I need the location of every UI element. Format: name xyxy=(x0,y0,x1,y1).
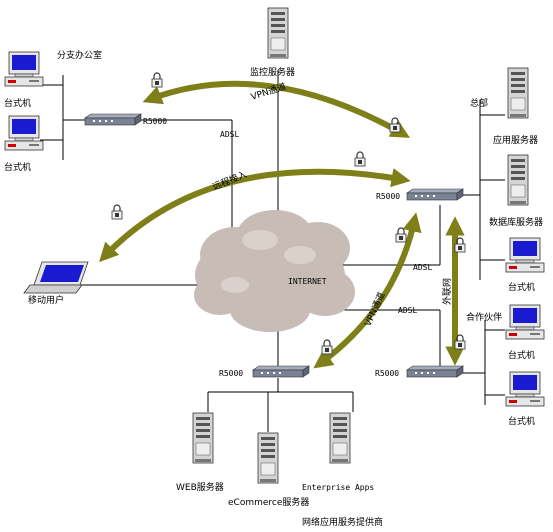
router-label: R5000 xyxy=(376,192,400,201)
router-label: R5000 xyxy=(375,369,399,378)
extranet-label: 外联网 xyxy=(441,278,453,305)
desktop-label: 台式机 xyxy=(508,415,535,427)
desktop-label: 台式机 xyxy=(4,97,31,109)
branch-office: 分支办公室 台式机 台式机 R5000 ADSL xyxy=(4,49,239,173)
router-icon xyxy=(406,365,464,378)
adsl-label: ADSL xyxy=(413,263,432,272)
vpn-tunnel-top-arrow xyxy=(142,80,411,138)
desktop-icon xyxy=(4,115,44,151)
desktop-icon xyxy=(505,371,545,407)
desktop-label: 台式机 xyxy=(508,281,535,293)
laptop-icon xyxy=(23,261,89,294)
hq-label: 总部 xyxy=(470,97,488,109)
router-icon xyxy=(252,365,310,378)
headquarters: 总部 应用服务器 数据库服务器 R5000 台式机 ADSL xyxy=(376,67,545,293)
db-server-label: 数据库服务器 xyxy=(489,216,543,228)
enterprise-apps-label: Enterprise Apps xyxy=(302,483,374,492)
lock-icon xyxy=(151,72,163,88)
router-icon xyxy=(84,113,142,126)
internet-cloud: INTERNET xyxy=(194,210,355,332)
adsl-label: ADSL xyxy=(398,306,417,315)
mobile-user-label: 移动用户 xyxy=(28,294,64,306)
vpn-tunnel-bottom-arrow xyxy=(313,212,422,369)
partner: 合作伙伴 台式机 R5000 台式机 ADSL xyxy=(375,304,545,427)
vpn-arrows xyxy=(99,80,465,369)
lock-icon xyxy=(389,117,401,133)
server-icon xyxy=(267,7,289,59)
monitor-server-label: 监控服务器 xyxy=(250,66,295,78)
server-icon xyxy=(507,154,529,206)
cloud-icon xyxy=(194,210,355,332)
provider-label: 网络应用服务提供商 xyxy=(302,516,383,528)
desktop-icon xyxy=(505,237,545,273)
server-icon xyxy=(192,412,214,464)
remote-access-arrow xyxy=(99,168,411,263)
lock-icon xyxy=(111,204,123,220)
app-server-label: 应用服务器 xyxy=(493,134,538,146)
lock-icon xyxy=(395,227,407,243)
lock-icon xyxy=(321,339,333,355)
ecommerce-server-label: eCommerce服务器 xyxy=(228,496,309,508)
internet-label: INTERNET xyxy=(288,277,327,286)
server-icon xyxy=(507,67,529,119)
desktop-icon xyxy=(505,304,545,340)
adsl-label: ADSL xyxy=(220,130,239,139)
lock-icon xyxy=(354,151,366,167)
desktop-label: 台式机 xyxy=(508,349,535,361)
monitor-server: 监控服务器 xyxy=(250,7,295,78)
mobile-user: 移动用户 xyxy=(23,261,89,306)
desktop-icon xyxy=(4,51,44,87)
remote-access-label: 远程接入 xyxy=(211,168,249,193)
server-icon xyxy=(329,412,351,464)
web-server-label: WEB服务器 xyxy=(176,481,224,493)
router-label: R5000 xyxy=(143,117,167,126)
router-icon xyxy=(406,188,464,201)
vpn-tunnel-bottom-label: VPN通道 xyxy=(362,290,388,328)
service-provider: R5000 WEB服务器 eCommerce服务器 Enterprise App… xyxy=(176,365,383,528)
partner-label: 合作伙伴 xyxy=(466,311,502,323)
desktop-label: 台式机 xyxy=(4,161,31,173)
server-icon xyxy=(257,432,279,484)
branch-office-label: 分支办公室 xyxy=(57,49,102,61)
router-label: R5000 xyxy=(219,369,243,378)
